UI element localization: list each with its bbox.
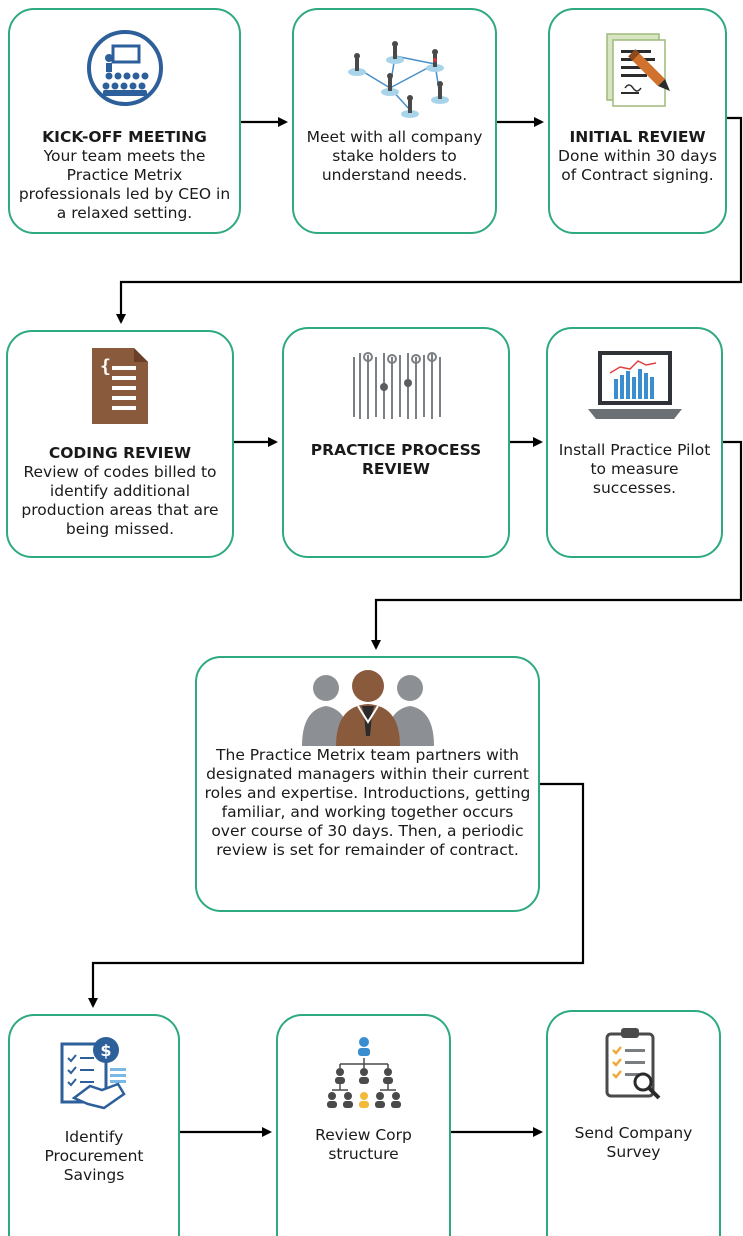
arrow-install-to-partners	[371, 440, 743, 650]
step-description: The Practice Metrix team partners with d…	[204, 746, 531, 859]
step-description: Done within 30 days of Contract signing.	[558, 147, 717, 184]
step-description: Your team meets the Practice Metrix prof…	[18, 147, 231, 222]
step-review-corp-structure: Review Corp structure	[276, 1014, 451, 1236]
step-practice-process-review: PRACTICE PROCESS REVIEW	[282, 327, 510, 558]
signed-contract-icon	[605, 33, 670, 107]
survey-clipboard-icon	[605, 1028, 660, 1100]
step-description: Review Corp structure	[315, 1126, 412, 1163]
surgical-instruments-icon	[353, 352, 441, 419]
step-description: Identify Procurement Savings	[44, 1128, 144, 1184]
team-people-icon	[301, 670, 434, 746]
step-description: Install Practice Pilot to measure succes…	[558, 441, 711, 497]
step-install-practice-pilot: Install Practice Pilot to measure succes…	[546, 327, 723, 558]
arrow-partners-to-procurement	[88, 782, 585, 1008]
step-initial-review: INITIAL REVIEW Done within 30 days of Co…	[548, 8, 727, 234]
step-send-company-survey: Send Company Survey	[546, 1010, 721, 1236]
org-chart-icon	[326, 1037, 401, 1108]
step-title: CODING REVIEW	[48, 444, 192, 462]
step-description: Meet with all company stake holders to u…	[306, 128, 483, 184]
step-title: KICK-OFF MEETING	[42, 128, 207, 146]
step-title: PRACTICE PROCESS REVIEW	[310, 441, 482, 478]
step-kickoff-meeting: KICK-OFF MEETING Your team meets the Pra…	[8, 8, 241, 234]
step-meet-stakeholders: Meet with all company stake holders to u…	[292, 8, 497, 234]
svg-text:$: $	[100, 1041, 111, 1060]
presentation-audience-icon	[86, 30, 163, 106]
step-coding-review: { CODING REVIEW Review of codes billed t…	[6, 330, 234, 558]
code-document-icon: {	[92, 348, 148, 424]
arrow-initial-to-coding	[116, 116, 743, 324]
step-title: INITIAL REVIEW	[569, 128, 706, 146]
step-description: Send Company Survey	[574, 1124, 693, 1161]
step-description: Review of codes billed to identify addit…	[21, 463, 219, 538]
procurement-handshake-icon: $	[60, 1037, 126, 1110]
step-identify-procurement-savings: $ Identify Procurement Savings	[8, 1014, 180, 1236]
laptop-chart-icon	[587, 351, 682, 419]
network-people-icon	[347, 41, 449, 118]
step-team-partnership: The Practice Metrix team partners with d…	[195, 656, 540, 912]
svg-text:{: {	[100, 356, 111, 377]
